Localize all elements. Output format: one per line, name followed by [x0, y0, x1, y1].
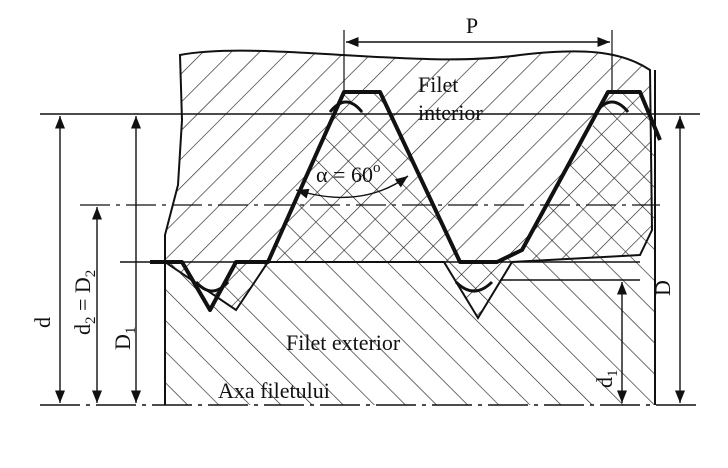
dim-d2-label: d2 = D2 — [70, 270, 99, 335]
angle-arc — [295, 175, 409, 199]
thread-axis-label: Axa filetului — [218, 378, 330, 403]
dim-D1-label: D1 — [110, 327, 139, 350]
dim-D-label: D — [650, 280, 675, 296]
dim-d1-label: d1 — [592, 370, 621, 389]
external-thread-label: Filet exterior — [286, 330, 401, 355]
crest-arc-left — [328, 100, 364, 113]
dim-d-label: d — [30, 317, 55, 328]
root-arc-right — [454, 280, 494, 293]
external-thread-region — [165, 92, 655, 405]
thread-profile-line — [150, 90, 662, 312]
pitch-label: P — [466, 13, 478, 38]
internal-thread-label-2: interior — [418, 100, 483, 125]
internal-thread-label-1: Filet — [418, 72, 458, 97]
root-arc-left — [194, 280, 230, 293]
angle-label: α = 60o — [316, 160, 380, 187]
crest-arc-right — [594, 100, 630, 113]
